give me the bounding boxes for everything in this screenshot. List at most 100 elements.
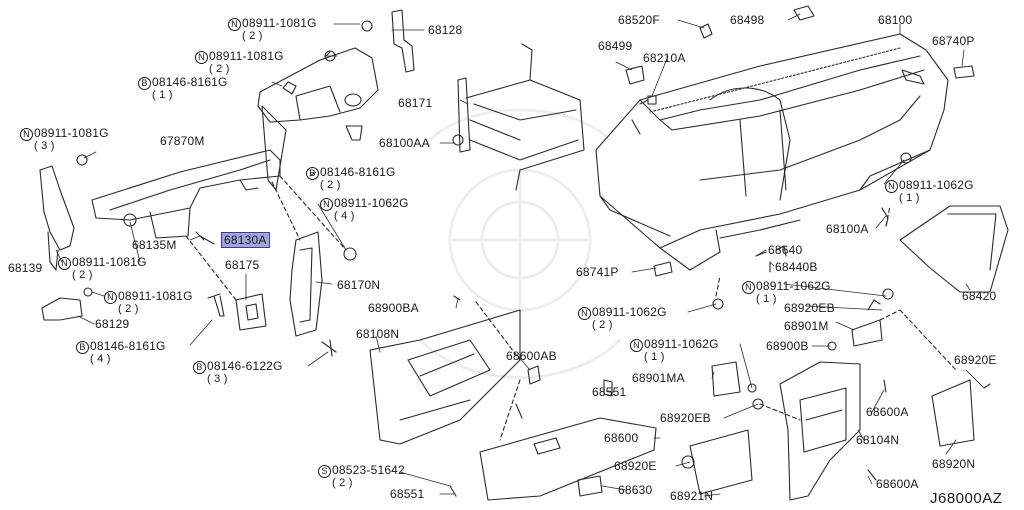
- part-number: 68108N: [356, 327, 400, 341]
- part-number: 68740P: [932, 34, 975, 48]
- label-p52[interactable]: 68551: [390, 488, 424, 501]
- label-leader-lines: [55, 13, 985, 497]
- part-number: 68920EB: [660, 411, 711, 425]
- label-p55[interactable]: 68600A: [876, 478, 919, 491]
- prefix-n-icon: N: [58, 257, 71, 270]
- part-number: 68900BA: [368, 301, 419, 315]
- prefix-n-icon: N: [630, 339, 643, 352]
- part-number: 08911-1081G: [34, 126, 109, 140]
- label-p42[interactable]: 68920E: [954, 354, 997, 367]
- label-p41[interactable]: 68600AB: [506, 350, 557, 363]
- label-p18[interactable]: 68129: [95, 318, 129, 331]
- label-p26[interactable]: 68740P: [932, 35, 975, 48]
- part-number: 68920N: [932, 457, 976, 471]
- label-p54[interactable]: 68921N: [670, 490, 713, 503]
- label-p40[interactable]: 68900B: [766, 340, 809, 353]
- label-p38[interactable]: 68108N: [356, 328, 399, 341]
- label-p23[interactable]: 68100: [878, 14, 912, 27]
- label-p22[interactable]: 68498: [730, 14, 764, 27]
- part-number: 68600AB: [506, 349, 557, 363]
- label-p21[interactable]: 68520F: [618, 14, 660, 27]
- label-p06[interactable]: 67870M: [160, 135, 205, 148]
- part-number: 68129: [95, 317, 130, 331]
- label-p29[interactable]: 68640: [768, 244, 802, 257]
- label-p24[interactable]: 68499: [598, 40, 632, 53]
- center-stay-68171: [452, 43, 585, 191]
- label-p25[interactable]: 68210A: [643, 52, 686, 65]
- label-p36[interactable]: 68920EB: [784, 302, 835, 315]
- part-number: 68100: [878, 13, 913, 27]
- part-number: 08911-1081G: [209, 49, 284, 63]
- quantity: ( 2 ): [209, 63, 230, 75]
- part-number: 08146-8161G: [152, 75, 228, 89]
- small-clips-top: [625, 5, 975, 164]
- part-number: 68640: [768, 243, 803, 257]
- label-p16[interactable]: 68170N: [337, 279, 380, 292]
- part-number: 68630: [618, 483, 653, 497]
- quantity: ( 2 ): [332, 477, 353, 489]
- label-p12[interactable]: 68130A: [221, 232, 270, 248]
- label-p46[interactable]: 68920EB: [660, 412, 711, 425]
- label-p49[interactable]: 68920E: [614, 460, 657, 473]
- part-number: 68210A: [643, 51, 686, 65]
- part-number: 68128: [428, 23, 463, 37]
- label-p02[interactable]: 68128: [428, 24, 462, 37]
- part-number: 68100AA: [379, 136, 430, 150]
- part-number: 68600A: [866, 405, 909, 419]
- label-p37[interactable]: 68901M: [784, 320, 829, 333]
- part-number: 68920EB: [784, 301, 835, 315]
- label-p48[interactable]: 68104N: [856, 434, 899, 447]
- label-p47[interactable]: 68600: [604, 432, 638, 445]
- glove-box-68600: [449, 365, 657, 501]
- part-number: 68600A: [876, 477, 919, 491]
- part-number: 68741P: [576, 265, 619, 279]
- prefix-n-icon: N: [742, 281, 755, 294]
- quantity: ( 2 ): [592, 319, 613, 331]
- label-p07[interactable]: 68171: [398, 97, 432, 110]
- part-number: 68420: [962, 289, 997, 303]
- part-number: 68100A: [826, 222, 869, 236]
- part-number: 68551: [592, 385, 627, 399]
- label-p44[interactable]: 68551: [592, 386, 626, 399]
- label-p11[interactable]: 68135M: [132, 239, 177, 252]
- label-p13[interactable]: 68139: [8, 262, 42, 275]
- part-number: 08911-1081G: [242, 16, 317, 30]
- part-number: 08911-1062G: [592, 305, 667, 319]
- quantity: ( 2 ): [72, 269, 93, 281]
- label-p28[interactable]: 68100A: [826, 223, 869, 236]
- label-p08[interactable]: 68100AA: [379, 137, 430, 150]
- part-number: 68499: [598, 39, 633, 53]
- label-p31[interactable]: 68741P: [576, 266, 619, 279]
- part-number: 08911-1062G: [756, 279, 831, 293]
- prefix-b-icon: B: [138, 77, 151, 90]
- part-number: 68600: [604, 431, 639, 445]
- label-p15[interactable]: 68175: [225, 259, 259, 272]
- part-number: 08523-51642: [332, 463, 405, 477]
- label-p53[interactable]: 68630: [618, 484, 652, 497]
- part-number: 68920E: [614, 459, 657, 473]
- label-p32[interactable]: 68420: [962, 290, 996, 303]
- label-p45[interactable]: 68600A: [866, 406, 909, 419]
- label-p43[interactable]: 68901MA: [632, 372, 685, 385]
- label-p30[interactable]: 68440B: [775, 261, 818, 274]
- prefix-n-icon: N: [195, 51, 208, 64]
- label-p51[interactable]: 68920N: [932, 458, 975, 471]
- part-number: 08146-8161G: [320, 165, 396, 179]
- label-p34[interactable]: 68900BA: [368, 302, 419, 315]
- quantity: ( 3 ): [207, 373, 228, 385]
